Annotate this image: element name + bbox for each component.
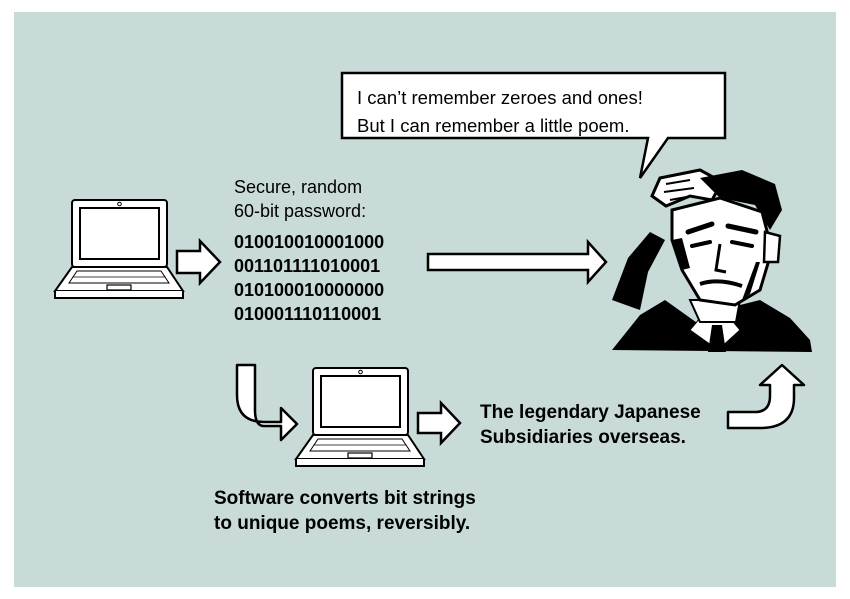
speech-line: I can’t remember zeroes and ones! xyxy=(357,87,643,108)
poem-line: The legendary Japanese xyxy=(480,402,701,423)
bit-string: 001101111010001 xyxy=(234,256,381,276)
caption: Software converts bit strings to unique … xyxy=(214,486,476,536)
poem-line: Subsidiaries overseas. xyxy=(480,427,686,448)
password-label-line: Secure, random xyxy=(234,177,363,197)
caption-line: to unique poems, reversibly. xyxy=(214,513,471,534)
bit-string: 010010010001000 xyxy=(234,232,385,252)
arrow-icon xyxy=(726,363,806,430)
speech-bubble-text: I can’t remember zeroes and ones! But I … xyxy=(357,84,643,140)
bit-string: 010001110110001 xyxy=(234,304,382,324)
speech-bubble xyxy=(340,71,727,179)
caption-line: Software converts bit strings xyxy=(214,488,476,509)
password-label-line: 60-bit password: xyxy=(234,201,367,221)
arrow-icon xyxy=(235,363,299,442)
arrow-icon xyxy=(416,399,462,447)
bit-string-block: 010010010001000 001101111010001 01010001… xyxy=(234,230,384,326)
arrow-icon xyxy=(175,237,222,287)
poem-text: The legendary Japanese Subsidiaries over… xyxy=(480,400,701,450)
password-label: Secure, random 60-bit password: xyxy=(234,175,366,223)
bit-string: 010100010000000 xyxy=(234,280,385,300)
speech-line: But I can remember a little poem. xyxy=(357,115,630,136)
man-scratching-head-image xyxy=(612,168,812,353)
arrow-icon xyxy=(426,238,608,286)
laptop-icon xyxy=(294,367,426,467)
laptop-icon xyxy=(53,199,185,299)
